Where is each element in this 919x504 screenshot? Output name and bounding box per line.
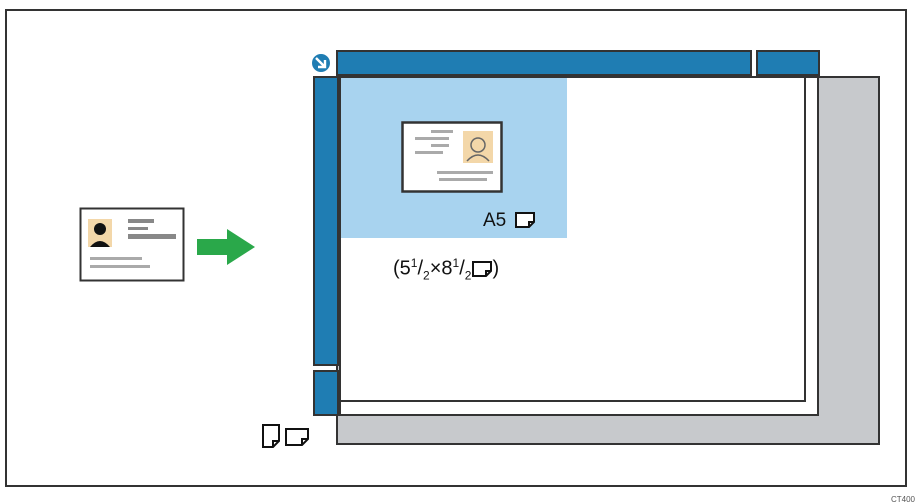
size-open: (5	[393, 257, 411, 280]
landscape-paper-icon	[472, 260, 493, 277]
size-sub-2: 2	[464, 268, 472, 283]
top-scale	[336, 50, 752, 76]
left-scale	[313, 76, 339, 366]
corner-arrow-icon	[310, 52, 332, 74]
portrait-paper-icon	[262, 424, 280, 448]
size-label-inches: (51/2×81/2 )	[393, 256, 499, 283]
size-close: )	[492, 257, 500, 280]
size-sup-2: 1	[452, 256, 460, 270]
id-card-icon	[79, 207, 185, 282]
landscape-paper-icon	[514, 212, 535, 228]
size-label: A5	[483, 210, 535, 232]
size-sup-1: 1	[410, 256, 418, 270]
left-scale-end	[313, 370, 339, 416]
top-scale-end	[756, 50, 820, 76]
size-slash-1: /	[417, 257, 424, 280]
placed-id-card-icon	[401, 121, 503, 193]
size-sub-1: 2	[423, 268, 430, 283]
figure-code: CT400	[890, 495, 915, 504]
size-times: ×8	[429, 257, 453, 280]
size-slash-2: /	[459, 257, 465, 280]
right-arrow-icon	[197, 229, 255, 265]
landscape-paper-icon	[285, 428, 309, 446]
size-label-text: A5	[483, 210, 507, 231]
